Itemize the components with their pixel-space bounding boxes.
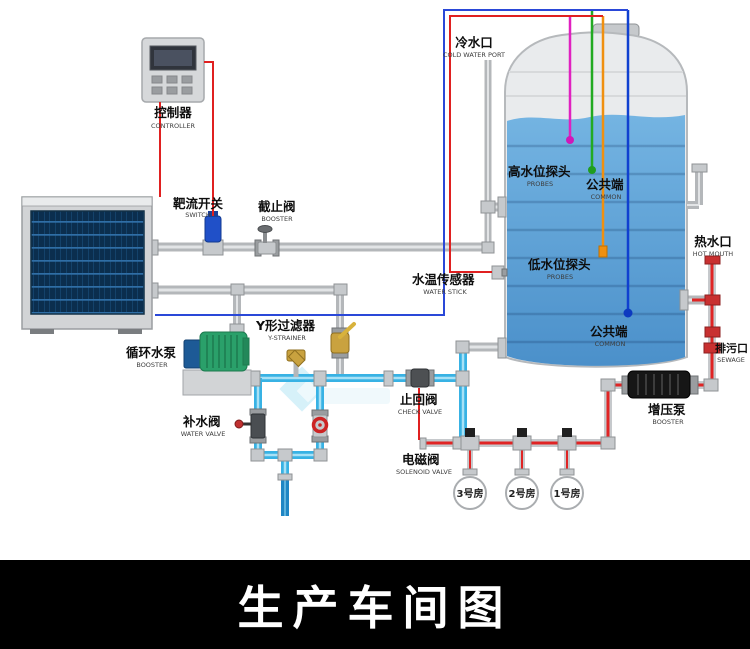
- heat-pump-unit: [21, 196, 153, 334]
- stop-valve: [254, 225, 280, 257]
- wire-common: [155, 9, 628, 316]
- common-top-label: 公共端: [586, 177, 624, 192]
- solenoid-sublabel: SOLENOID VALVE: [396, 468, 452, 476]
- stop-valve-sublabel: BOOSTER: [261, 215, 293, 223]
- controller-buttons: [151, 75, 193, 95]
- high-probe-label: 高水位探头: [508, 164, 571, 179]
- wiring: [155, 9, 628, 440]
- tank-inlet-flange: [497, 196, 507, 218]
- labels: 控制器 CONTROLLER 靶流开关 SWITCH 截止阀 BOOSTER 冷…: [126, 35, 748, 476]
- circulation-pump-unit: [182, 331, 252, 396]
- controller-label: 控制器: [154, 105, 192, 120]
- common-top-sublabel: COMMON: [591, 193, 622, 201]
- sewage-tee: [703, 342, 721, 354]
- common-probe-bottom: [623, 10, 633, 318]
- pump-head: [183, 339, 203, 369]
- water-temp-label: 水温传感器: [412, 272, 475, 287]
- high-level-probe: [566, 16, 574, 144]
- elbow-fitting: [481, 241, 495, 254]
- check-valve-sublabel: CHECK VALVE: [398, 408, 442, 416]
- low-probe-label: 低水位探头: [527, 257, 591, 272]
- heat-pump-coil: [30, 210, 145, 315]
- wire-sensor-probes: [449, 15, 603, 273]
- wire-flow-switch: [204, 61, 214, 216]
- controller-sublabel: CONTROLLER: [151, 122, 195, 130]
- sewage-label: 排污口: [715, 341, 748, 355]
- common-probe-top: [588, 10, 596, 174]
- makeup-valve-sublabel: WATER VALVE: [181, 430, 226, 438]
- tank-hot-flange: [679, 289, 689, 311]
- controller-unit: [141, 37, 205, 103]
- booster-pump-label: 增压泵: [648, 402, 686, 417]
- stop-valve-label: 截止阀: [258, 199, 296, 214]
- makeup-valve: [234, 408, 267, 444]
- ball-valve: [330, 322, 356, 359]
- flow-switch-label: 靶流开关: [173, 196, 224, 211]
- y-strainer: [286, 349, 306, 377]
- booster-pump-sublabel: BOOSTER: [652, 418, 684, 426]
- solenoid-valve-2: [512, 428, 532, 476]
- pipe-fittings: [149, 163, 721, 481]
- y-strainer-label: Y形过滤器: [255, 318, 316, 333]
- tank-return-flange: [497, 337, 507, 359]
- cold-water-sublabel: COLD WATER PORT: [443, 51, 505, 59]
- water-tank: [504, 23, 688, 368]
- room-3: 3号房: [453, 476, 487, 510]
- low-level-probe: [598, 16, 608, 258]
- solenoid-valves: [460, 428, 577, 476]
- check-valve: [405, 368, 435, 388]
- room-3-label: 3号房: [457, 487, 484, 500]
- room-2-label: 2号房: [509, 487, 536, 500]
- solenoid-valve-1: [460, 428, 480, 476]
- diagram-canvas: 3号房 2号房 1号房 控制器 CONTROLLER 靶流开关 SWITCH 截…: [21, 9, 748, 516]
- solenoid-label: 电磁阀: [402, 452, 440, 467]
- common-bottom-label: 公共端: [590, 324, 628, 339]
- common-bottom-sublabel: COMMON: [595, 340, 626, 348]
- circ-pump-label: 循环水泵: [126, 345, 177, 360]
- room-2: 2号房: [505, 476, 539, 510]
- flow-switch-sublabel: SWITCH: [185, 211, 211, 219]
- banner-title: 生产车间图: [237, 580, 513, 635]
- sewage-sublabel: SEWAGE: [717, 356, 745, 364]
- cold-water-label: 冷水口: [455, 35, 493, 50]
- hot-water-sublabel: HOT MOUTH: [693, 250, 733, 258]
- booster-pump-unit: [627, 370, 691, 399]
- banner: 生产车间图: [0, 560, 750, 649]
- tank-ribs: [507, 144, 685, 344]
- tee-fitting: [480, 200, 496, 214]
- y-strainer-sublabel: Y-STRAINER: [267, 334, 306, 342]
- tank-water: [507, 114, 685, 366]
- low-probe-sublabel: PROBES: [547, 273, 573, 281]
- circ-pump-sublabel: BOOSTER: [136, 361, 168, 369]
- hand-wheel-valve: [311, 409, 329, 443]
- room-1-label: 1号房: [554, 487, 581, 500]
- room-1: 1号房: [550, 476, 584, 510]
- solenoid-valve-3: [557, 428, 577, 476]
- rooms: 3号房 2号房 1号房: [453, 476, 584, 510]
- check-valve-label: 止回阀: [400, 392, 438, 407]
- makeup-valve-label: 补水阀: [182, 414, 221, 429]
- high-probe-sublabel: PROBES: [527, 180, 553, 188]
- water-temp-sublabel: WATER STICK: [423, 288, 467, 296]
- tank-probes: [566, 10, 633, 318]
- hot-water-label: 热水口: [694, 234, 732, 249]
